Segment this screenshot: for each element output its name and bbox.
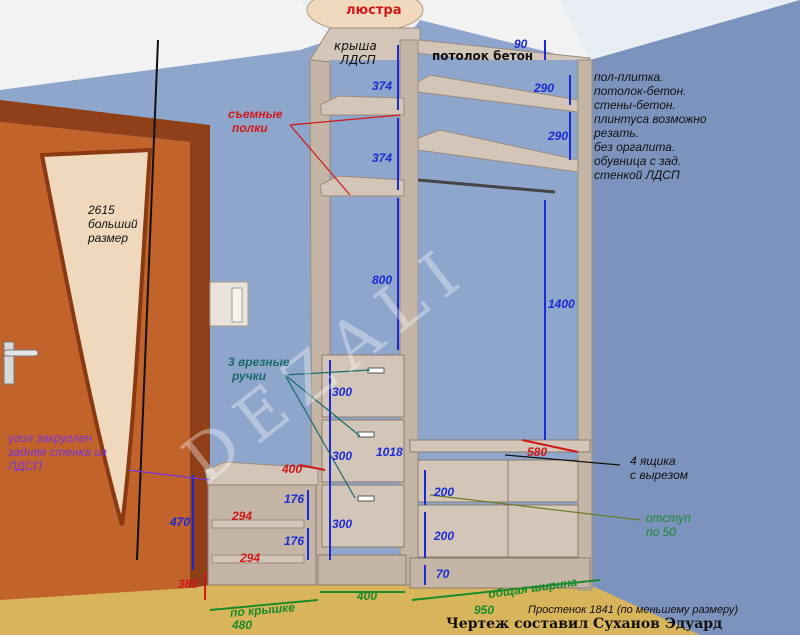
pointer-handles-2 (284, 374, 361, 437)
dim-176-b: 176 (284, 534, 305, 548)
removable-shelves-label-2: полки (232, 121, 268, 135)
wall-gap-label: Простенок 1841 (по меньшему размеру) (528, 604, 738, 616)
corner-label-3: ЛДСП (8, 459, 43, 473)
drawers-label-2: с вырезом (630, 468, 688, 482)
dim-470: 470 (170, 515, 191, 529)
left-column-base (317, 554, 407, 586)
note-line: резать. (594, 126, 639, 140)
dim-480: 480 (232, 618, 253, 632)
ceiling-concrete-label: потолок бетон (432, 49, 534, 63)
low-drawer-3 (417, 504, 509, 558)
corner-label-2: задняя стенка из (8, 445, 107, 459)
right-column-back (418, 60, 578, 440)
pointer-shelves-1 (289, 114, 401, 126)
note-line: пол-плитка. (594, 70, 664, 84)
shoe-cabinet-top (204, 461, 319, 486)
hanging-rod (417, 178, 556, 194)
right-wall (590, 0, 800, 635)
dim-300-c: 300 (332, 517, 353, 531)
pointer-offset (429, 494, 641, 521)
total-height-note-1: больший (88, 217, 138, 231)
shoe-shelf-1 (211, 519, 305, 529)
dim-line-950 (411, 579, 601, 601)
dim-300-b: 300 (332, 449, 353, 463)
door-handle-plate (3, 341, 15, 385)
corner-label-1: угол закруглен (8, 431, 93, 445)
drawer-handle-3 (357, 495, 375, 502)
shelf-2 (319, 175, 405, 197)
pointer-handles-3 (284, 374, 356, 499)
dim-line-480 (209, 599, 319, 611)
note-line: обувница с зад. (594, 154, 682, 168)
low-drawer-2 (507, 459, 579, 503)
total-height-value: 2615 (88, 203, 115, 217)
dim-294-b: 294 (240, 551, 261, 565)
note-line: потолок-бетон. (594, 84, 687, 98)
chandelier-label: люстра (346, 3, 402, 18)
roof-label-1: крыша (334, 39, 377, 53)
dim-290-mid: 290 (548, 129, 569, 143)
pointer-drawers (504, 454, 621, 466)
right-column-base (409, 557, 591, 589)
dim-90: 90 (514, 37, 528, 51)
handles-label-2: ручки (232, 369, 267, 383)
door-glass-edge (39, 147, 153, 526)
pointer-handles-1 (284, 369, 371, 376)
dim-300-a: 300 (332, 385, 353, 399)
dim-1400: 1400 (548, 297, 575, 311)
dim-374-top: 374 (372, 79, 393, 93)
dim-200-a: 200 (434, 485, 455, 499)
dim-200-b: 200 (434, 529, 455, 543)
door-glass (42, 150, 150, 525)
dim-176-a: 176 (284, 492, 305, 506)
roof-label-2: ЛДСП (340, 53, 376, 67)
dim-line-2615 (136, 39, 159, 561)
removable-shelves-label-1: съемные (228, 107, 283, 121)
dim-374-mid: 374 (372, 151, 393, 165)
offset-label-1: отступ (646, 511, 691, 525)
drawer-handle-2 (357, 431, 375, 438)
dim-800: 800 (372, 273, 393, 287)
drawers-label-1: 4 ящика (630, 454, 676, 468)
dim-line-580 (521, 439, 579, 453)
pointer-shelves-2 (289, 124, 351, 196)
drawer-3 (321, 484, 405, 548)
note-line: стенкой ЛДСП (594, 168, 680, 182)
dim-294-a: 294 (232, 509, 253, 523)
dim-400-bottom: 400 (357, 589, 378, 603)
right-column-side (577, 59, 593, 591)
author-credit: Чертеж составил Суханов Эдуард (446, 616, 723, 632)
offset-label-2: по 50 (646, 525, 676, 539)
notes-block: пол-плитка. потолок-бетон. стены-бетон. … (594, 70, 707, 182)
bottom-shelf (409, 439, 591, 453)
handles-label-1: 3 врезные (228, 355, 290, 369)
shoe-shelf-2 (211, 554, 305, 564)
dim-400-top: 400 (282, 462, 303, 476)
drawer-2 (321, 419, 405, 483)
drawer-1 (321, 354, 405, 418)
dim-1018: 1018 (376, 445, 403, 459)
shoe-cabinet-body (207, 484, 317, 586)
note-line: стены-бетон. (594, 98, 676, 112)
note-line: без оргалита. (594, 140, 676, 154)
total-height-note-2: размер (88, 231, 129, 245)
dim-line-400-top (299, 464, 326, 471)
door-handle (3, 349, 39, 357)
mid-shelf (417, 129, 579, 173)
pointer-corner (127, 469, 211, 481)
note-line: плинтуса возможно (594, 112, 707, 126)
dim-580: 580 (527, 445, 548, 459)
light-switch-key (231, 287, 243, 323)
dim-950: 950 (474, 603, 495, 617)
dim-290-top: 290 (534, 81, 555, 95)
low-drawer-4 (507, 504, 579, 558)
top-shelf (417, 74, 579, 113)
dim-70: 70 (436, 567, 450, 581)
shelf-1 (319, 95, 405, 116)
floor (0, 585, 700, 635)
dim-380: 380 (178, 577, 199, 591)
